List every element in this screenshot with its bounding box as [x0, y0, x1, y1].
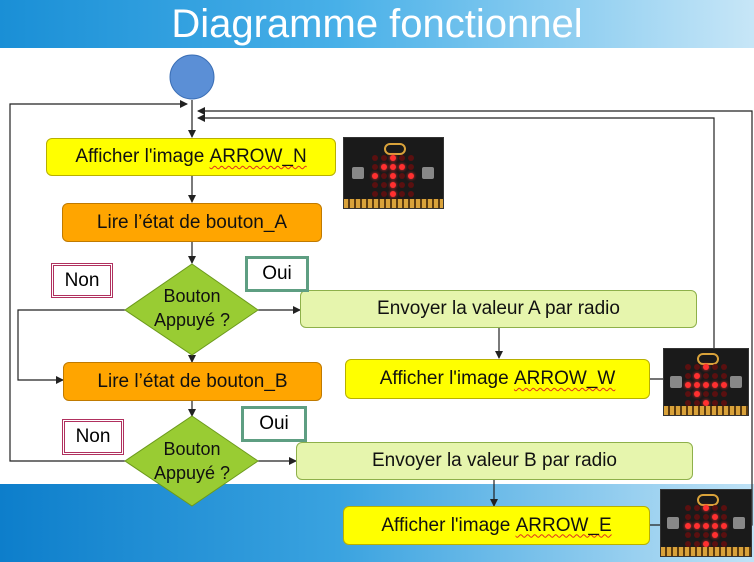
envoyer-a-box: Envoyer la valeur A par radio [300, 290, 697, 328]
afficher-e-prefix: Afficher l'image [381, 514, 516, 536]
non-label-b: Non [62, 419, 124, 455]
envoyer-b-box: Envoyer la valeur B par radio [296, 442, 693, 480]
decision-b-shape [124, 415, 259, 507]
afficher-n-prefix: Afficher l'image [75, 146, 210, 167]
afficher-arrow-e-box: Afficher l'image ARROW_E [343, 506, 650, 545]
afficher-e-value: ARROW_E [515, 514, 612, 536]
microbit-arrow-w-image [663, 348, 749, 416]
decision-b-line1: Bouton [163, 439, 221, 459]
decision-b-line2: Appuyé ? [153, 463, 231, 483]
afficher-w-prefix: Afficher l'image [379, 368, 514, 389]
microbit-arrow-n-image [343, 137, 444, 209]
decision-b-label: Bouton Appuyé ? [130, 437, 254, 485]
oui-label-a: Oui [245, 256, 309, 292]
lire-bouton-a-box: Lire l’état de bouton_A [62, 203, 322, 242]
decision-a-line2: Appuyé ? [153, 310, 231, 330]
page-title: Diagramme fonctionnel [171, 2, 583, 46]
decision-a-line1: Bouton [163, 286, 221, 306]
start-node [169, 54, 215, 100]
decision-a-shape [124, 263, 259, 356]
microbit-arrow-e-image [660, 489, 752, 557]
decision-a-label: Bouton Appuyé ? [130, 284, 254, 332]
title-band [0, 0, 754, 48]
non-label-a: Non [51, 263, 113, 298]
afficher-n-value: ARROW_N [209, 146, 307, 167]
afficher-arrow-w-box: Afficher l'image ARROW_W [345, 359, 650, 399]
afficher-w-value: ARROW_W [513, 368, 616, 389]
afficher-arrow-n-box: Afficher l'image ARROW_N [46, 138, 336, 176]
oui-label-b: Oui [241, 406, 307, 442]
lire-bouton-b-box: Lire l’état de bouton_B [63, 362, 322, 401]
